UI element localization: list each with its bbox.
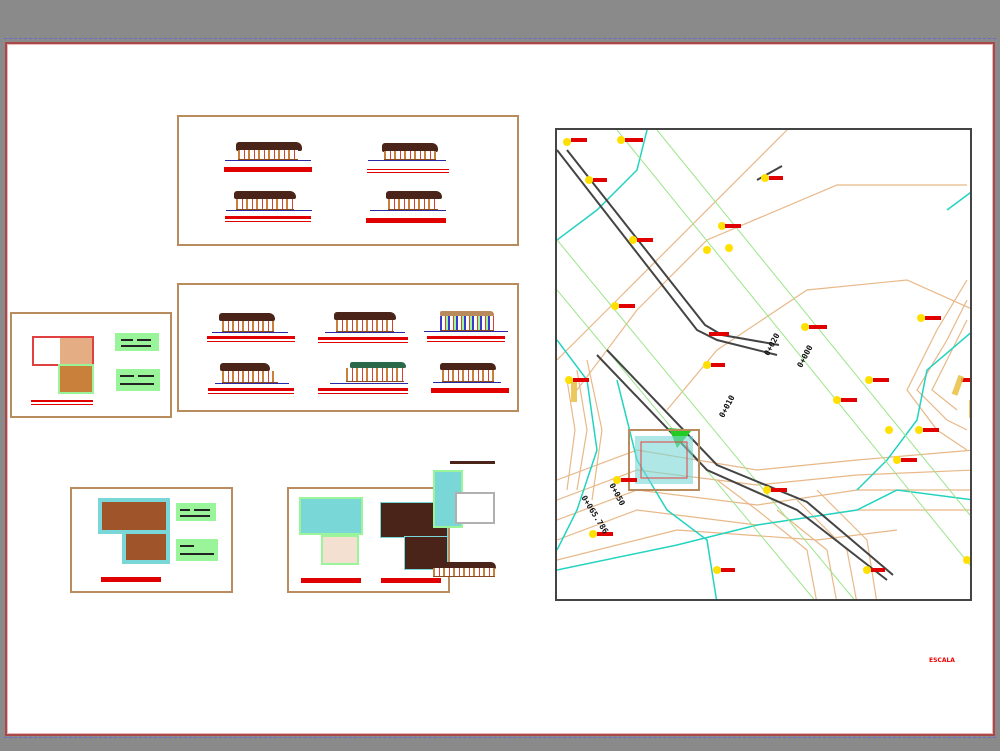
floor-plan-frame[interactable] <box>10 312 172 418</box>
viewport-top-border <box>4 38 996 39</box>
legend-table <box>115 333 159 351</box>
elevations-frame-top[interactable] <box>177 115 519 246</box>
site-plan[interactable]: 0+020 0+010 0+000 0+050 0+065.786 <box>555 128 972 601</box>
small-elevation <box>432 562 496 569</box>
structure-plan-drawing <box>98 498 170 564</box>
topography-svg <box>557 130 970 599</box>
legend-table <box>116 369 160 391</box>
detail-plan-drawing <box>433 470 495 528</box>
title-bar <box>450 461 495 464</box>
floor-plan-drawing <box>32 336 94 394</box>
legend-table <box>176 539 218 561</box>
structure-plan-frame[interactable] <box>70 487 233 593</box>
sheet-tag: ESCALA <box>929 657 955 664</box>
viewport-bottom-border <box>4 737 996 738</box>
elevations-frame-middle[interactable] <box>177 283 519 412</box>
legend-table <box>176 503 216 521</box>
foundation-plan-drawing <box>299 497 363 567</box>
roof-plan-frame[interactable] <box>287 487 450 593</box>
